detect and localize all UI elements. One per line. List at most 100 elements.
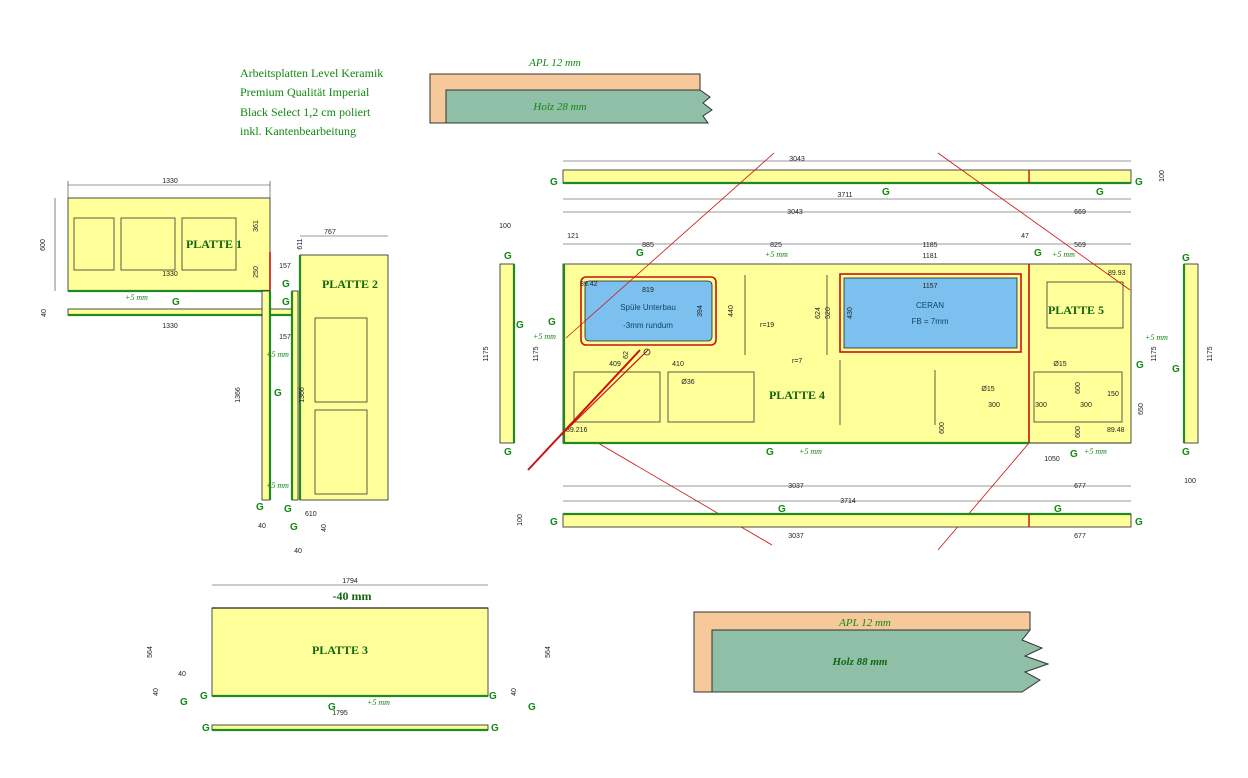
dim-157-top: 157 <box>279 263 291 270</box>
dim-600: 600 <box>40 239 47 251</box>
dim-300-c: 300 <box>1080 402 1092 409</box>
dim-767: 767 <box>324 229 336 236</box>
dim-409: 409 <box>609 361 621 368</box>
plus5-p2-a: +5 mm <box>266 350 289 359</box>
profile-bottom: APL 12 mm Holz 88 mm <box>693 611 1050 693</box>
dim-3037-b: 3037 <box>788 533 804 540</box>
dim-1366-b: 1366 <box>299 387 306 403</box>
dim-564-b: 564 <box>545 646 552 658</box>
g-p2-a: G <box>274 388 282 399</box>
g-p3-b: G <box>202 723 210 734</box>
dim-885: 885 <box>642 242 654 249</box>
dim-3043: 3043 <box>787 209 803 216</box>
plus5-p1: +5 mm <box>125 293 148 302</box>
g-left-d: G <box>548 317 556 328</box>
dim-40-a: 40 <box>258 523 266 530</box>
g-p2-c: G <box>282 297 290 308</box>
dim-121: 121 <box>567 233 579 240</box>
plate-5 <box>1028 263 1132 444</box>
dim-1330-inner: 1330 <box>162 271 178 278</box>
g-right-b: G <box>1172 364 1180 375</box>
dim-300-b: 300 <box>1035 402 1047 409</box>
plate-3-group: 1794 -40 mm PLATTE 3 +5 mm G 1795 G G G … <box>147 578 552 734</box>
dim-40-b: 40 <box>294 548 302 555</box>
profile-bottom-holz: Holz 88 mm <box>831 656 887 668</box>
dim-3714: 3714 <box>840 498 856 505</box>
g-p3-a: G <box>328 702 336 713</box>
g-p3-g: G <box>528 702 536 713</box>
dim-624: 624 <box>815 307 822 319</box>
plus5-top-b: +5 mm <box>1052 250 1075 259</box>
dim-430: 430 <box>847 307 854 319</box>
profile-bottom-apl: APL 12 mm <box>838 617 891 629</box>
note-line-2: Premium Qualität Imperial <box>240 85 370 99</box>
dim-819: 819 <box>642 287 654 294</box>
dim-1050: 1050 <box>1044 456 1060 463</box>
profile-top-holz: Holz 28 mm <box>532 101 586 113</box>
g-left-b: G <box>516 320 524 331</box>
dim-3043-top: 3043 <box>789 156 805 163</box>
dim-650: 650 <box>1138 403 1145 415</box>
angle-89216: 89.216 <box>566 427 588 434</box>
g-bottom-b: G <box>1070 449 1078 460</box>
g-left-c: G <box>504 447 512 458</box>
ceran-title: CERAN <box>916 301 944 310</box>
dim-520: 520 <box>825 307 832 319</box>
dim-1181: 1181 <box>922 253 937 260</box>
dim-47: 47 <box>1021 233 1029 240</box>
dim-150: 150 <box>1107 391 1119 398</box>
g-top-strip-a: G <box>550 177 558 188</box>
g-p2-b: G <box>282 279 290 290</box>
g-p3-c: G <box>491 723 499 734</box>
g-left-a: G <box>504 251 512 262</box>
g-bottom-a: G <box>766 447 774 458</box>
radius-19: r=19 <box>760 322 774 329</box>
plate-2-label: PLATTE 2 <box>322 277 378 291</box>
g-top-strip-b: G <box>882 187 890 198</box>
note-line-1: Arbeitsplatten Level Keramik <box>240 66 383 80</box>
dim-100-bottom: 100 <box>517 514 524 526</box>
dim-825: 825 <box>770 242 782 249</box>
dim-300-a: 300 <box>988 402 1000 409</box>
g-right-c: G <box>1182 447 1190 458</box>
angle-8993: 89.93 <box>1108 270 1126 277</box>
dim-3711: 3711 <box>837 192 852 199</box>
g-right-d: G <box>1136 360 1144 371</box>
sink-title: Spüle Unterbau <box>620 303 676 312</box>
plus5-top-a: +5 mm <box>765 250 788 259</box>
dim-40-c: 40 <box>321 524 328 532</box>
g-bottom-e: G <box>550 517 558 528</box>
g-p2-e: G <box>284 504 292 515</box>
dim-250: 250 <box>253 266 260 278</box>
radius-7: r=7 <box>792 358 802 365</box>
dim-564-a: 564 <box>147 646 154 658</box>
g-p2-f: G <box>290 522 298 533</box>
dim-3037-a: 3037 <box>788 483 804 490</box>
g-p3-f: G <box>180 697 188 708</box>
g-top-strip-c: G <box>1096 187 1104 198</box>
dim-1175-b: 1175 <box>533 346 540 361</box>
dim-1366-a: 1366 <box>235 387 242 403</box>
minus40-label: -40 mm <box>333 589 372 603</box>
dim-1175-c: 1175 <box>1207 346 1214 361</box>
g-p3-d: G <box>200 691 208 702</box>
dim-361: 361 <box>253 220 260 232</box>
dim-62: 62 <box>623 351 630 359</box>
g-p2-d: G <box>256 502 264 513</box>
dim-40-p3-c: 40 <box>511 688 518 696</box>
dim-40-p3-b: 40 <box>153 688 160 696</box>
dim-600-c: 600 <box>1075 426 1082 438</box>
dim-611: 611 <box>297 238 304 249</box>
plus5-bottom-a: +5 mm <box>799 447 822 456</box>
g-bottom-c: G <box>778 504 786 515</box>
g-top-a: G <box>636 248 644 259</box>
dim-1157: 1157 <box>922 283 937 290</box>
note-line-3: Black Select 1,2 cm poliert <box>240 105 371 119</box>
plus5-p2-b: +5 mm <box>266 481 289 490</box>
ceran-cutout <box>843 277 1018 349</box>
dim-394: 394 <box>697 305 704 317</box>
profile-top: APL 12 mm Holz 28 mm <box>429 57 713 124</box>
plus5-left: +5 mm <box>533 332 556 341</box>
dim-1175-d: 1175 <box>1151 346 1158 361</box>
